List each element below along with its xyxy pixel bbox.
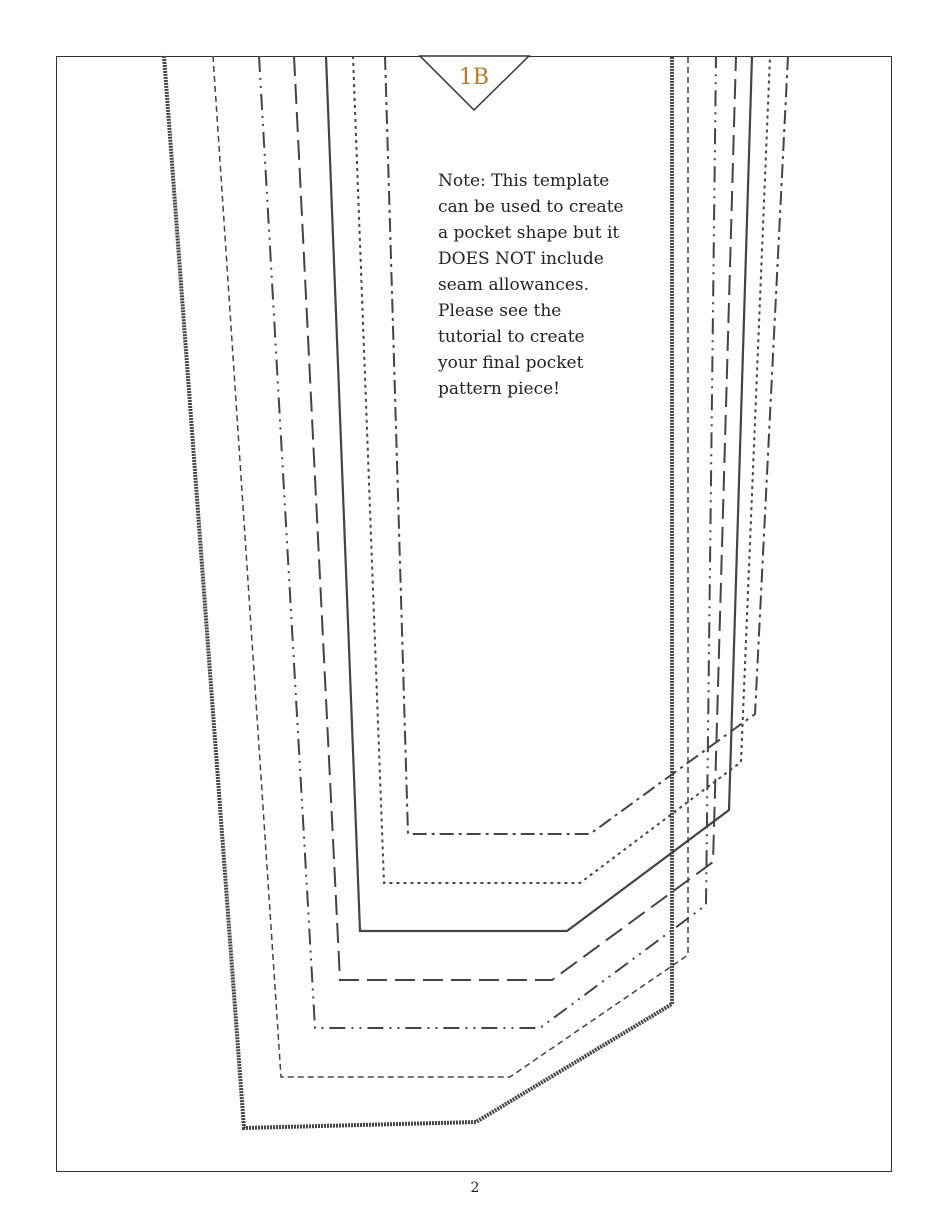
template-note: Note: This template can be used to creat…: [438, 168, 638, 402]
pocket-outline-size-7: [384, 55, 789, 835]
note-line: DOES NOT include: [438, 249, 604, 269]
piece-tag-triangle: [418, 55, 531, 112]
note-line: seam allowances.: [438, 275, 590, 295]
pocket-outline-size-2: [212, 55, 689, 1078]
pocket-outline-size-4: [293, 55, 737, 981]
piece-tag-label: 1B: [459, 65, 489, 90]
note-line: tutorial to create: [438, 327, 585, 347]
note-line: Please see the: [438, 301, 562, 321]
page-number: 2: [470, 1180, 480, 1196]
pocket-outline-size-3: [258, 55, 717, 1029]
note-line: can be used to create: [438, 197, 624, 217]
pocket-outline-size-1: [162, 55, 674, 1131]
note-line: your final pocket: [438, 353, 584, 373]
note-line: Note: This template: [438, 171, 610, 191]
note-line: a pocket shape but it: [438, 223, 620, 243]
pocket-outline-size-5: [324, 55, 754, 933]
pocket-outline-size-6: [352, 55, 771, 884]
note-line: pattern piece!: [438, 379, 561, 399]
